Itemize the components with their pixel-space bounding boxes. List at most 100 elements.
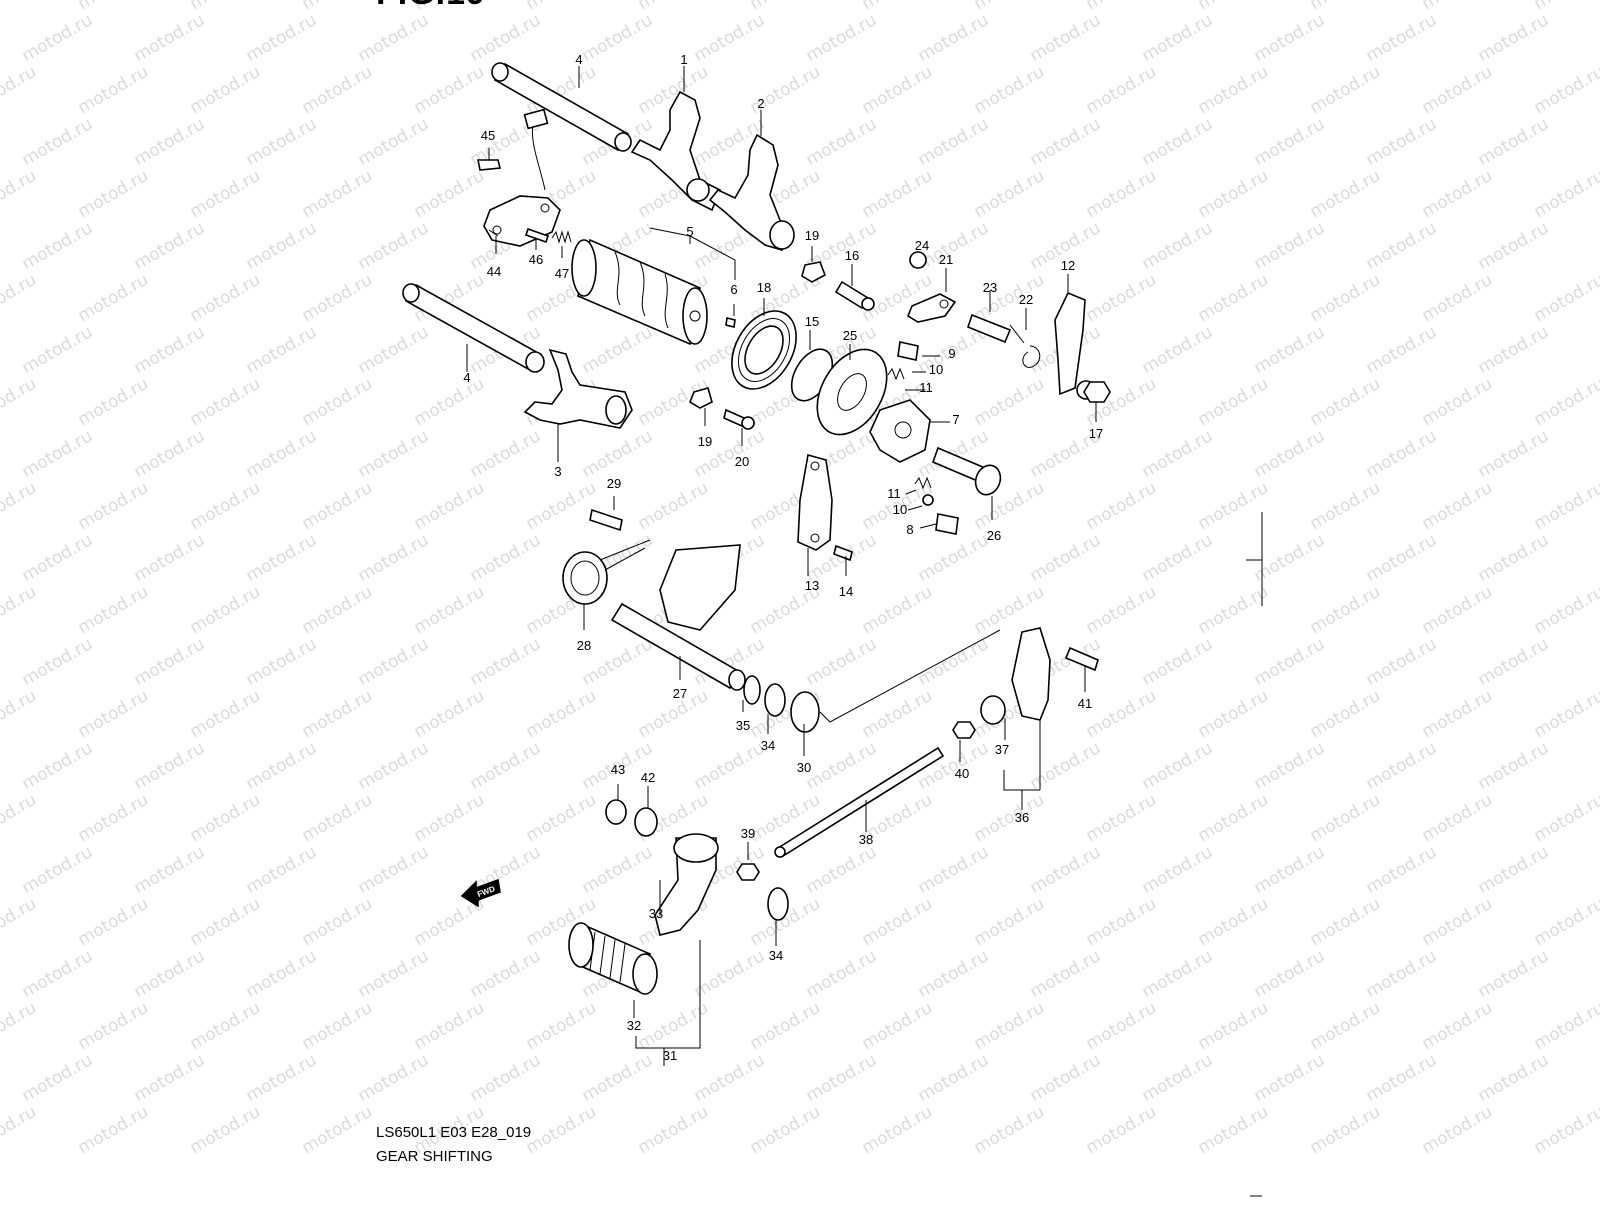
watermark-text: motod.ru [75,62,153,118]
watermark-text: motod.ru [1419,374,1497,430]
watermark-text: motod.ru [859,998,937,1054]
watermark-text: motod.ru [579,842,657,898]
callout-18: 18 [757,280,771,295]
watermark-text: motod.ru [1083,270,1161,326]
callout-8: 8 [906,522,913,537]
watermark-text: motod.ru [915,530,993,586]
watermark-text: motod.ru [0,686,40,742]
watermark-text: motod.ru [467,10,545,66]
watermark-text: motod.ru [19,114,97,170]
watermark-text: motod.ru [411,478,489,534]
watermark-text: motod.ru [411,374,489,430]
watermark-text: motod.ru [1531,582,1600,638]
watermark-text: motod.ru [1195,686,1273,742]
watermark-text: motod.ru [971,998,1049,1054]
watermark-text: motod.ru [75,1102,153,1158]
spring-47 [552,232,571,242]
watermark-text: motod.ru [243,114,321,170]
watermark-text: motod.ru [859,686,937,742]
callout-15: 15 [805,314,819,329]
washer-24 [910,252,926,268]
watermark-text: motod.ru [19,218,97,274]
callout-11-upper: 11 [919,380,933,395]
watermark-text: motod.ru [1531,1102,1600,1158]
watermark-text: motod.ru [187,374,265,430]
watermark-text: motod.ru [1531,374,1600,430]
watermark-text: motod.ru [243,10,321,66]
watermark-text: motod.ru [1251,218,1329,274]
watermark-text: motod.ru [131,634,209,690]
callout-34-lower: 34 [769,948,783,963]
watermark-text: motod.ru [523,1102,601,1158]
watermark-text: motod.ru [1083,790,1161,846]
callout-4-upper: 4 [575,52,582,67]
callout-16: 16 [845,248,859,263]
watermark-text: motod.ru [1139,842,1217,898]
screw-20 [724,410,744,426]
watermark-text: motod.ru [131,218,209,274]
watermark-text: motod.ru [803,10,881,66]
watermark-text: motod.ru [75,894,153,950]
watermark-text: motod.ru [1027,842,1105,898]
watermark-text: motod.ru [1307,270,1385,326]
watermark-text: motod.ru [691,1050,769,1106]
watermark-text: motod.ru [691,738,769,794]
watermark-text: motod.ru [1083,686,1161,742]
watermark-text: motod.ru [75,582,153,638]
watermark-text: motod.ru [355,634,433,690]
watermark-text: motod.ru [971,894,1049,950]
watermark-text: motod.ru [0,998,40,1054]
watermark-text: motod.ru [243,218,321,274]
callout-34-upper: 34 [761,738,775,753]
watermark-text: motod.ru [1195,270,1273,326]
watermark-text: motod.ru [579,10,657,66]
watermark-text: motod.ru [299,1102,377,1158]
watermark-text: motod.ru [971,62,1049,118]
watermark-text: motod.ru [859,1102,937,1158]
watermark-text: motod.ru [131,114,209,170]
callout-38: 38 [859,832,873,847]
watermark-text: motod.ru [299,686,377,742]
watermark-text: motod.ru [971,1102,1049,1158]
watermark-text: motod.ru [803,114,881,170]
callout-46: 46 [529,252,543,267]
watermark-text: motod.ru [243,426,321,482]
watermark-text: motod.ru [1307,62,1385,118]
watermark-text: motod.ru [75,374,153,430]
watermark-text: motod.ru [0,894,40,950]
watermark-text: motod.ru [19,738,97,794]
watermark-text: motod.ru [75,478,153,534]
watermark-text: motod.ru [1027,738,1105,794]
watermark-text: motod.ru [467,1050,545,1106]
washer-34b [768,888,788,920]
watermark-text: motod.ru [467,530,545,586]
watermark-text: motod.ru [1531,894,1600,950]
washer-19a [802,262,825,282]
watermark-text: motod.ru [1083,582,1161,638]
watermark-text: motod.ru [1475,530,1553,586]
watermark-text: motod.ru [467,426,545,482]
watermark-text: motod.ru [859,166,937,222]
watermark-text: motod.ru [467,946,545,1002]
watermark-text: motod.ru [1195,478,1273,534]
watermark-text: motod.ru [1363,530,1441,586]
watermark-text: motod.ru [1139,530,1217,586]
callout-17: 17 [1089,426,1103,441]
watermark-text: motod.ru [1083,894,1161,950]
watermark-text: motod.ru [243,946,321,1002]
watermark-text: motod.ru [19,946,97,1002]
watermark-text: motod.ru [355,218,433,274]
watermark-text: motod.ru [19,842,97,898]
watermark-text: motod.ru [523,478,601,534]
watermark-text: motod.ru [355,842,433,898]
callout-3: 3 [554,464,561,479]
callout-19-lower: 19 [698,434,712,449]
watermark-text: motod.ru [187,894,265,950]
watermark-text: motod.ru [1475,114,1553,170]
screw-20-head [742,417,754,429]
watermark-text: motod.ru [803,1050,881,1106]
watermark-text: motod.ru [355,738,433,794]
spring-11a [888,369,904,379]
callout-13: 13 [805,578,819,593]
